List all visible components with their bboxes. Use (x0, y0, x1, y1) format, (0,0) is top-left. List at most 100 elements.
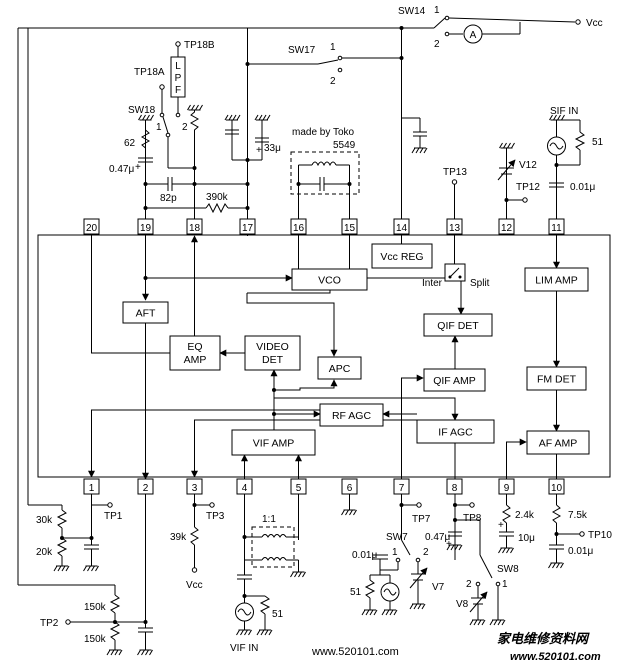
bottom-pins: 1 2 3 4 5 6 7 8 9 10 (83, 478, 565, 495)
block-af-amp: AF AMP (526, 430, 590, 455)
pin-11: 11 (551, 223, 562, 234)
block-aft: AFT (122, 301, 169, 324)
c047-pin8-label: 0.47μ (425, 532, 450, 543)
svg-text:2: 2 (330, 76, 336, 87)
split-label: Split (470, 278, 490, 289)
external-bottom-circuit: TP1 30k 20k 150k TP2 150k (17, 28, 612, 656)
svg-text:RF AGC: RF AGC (332, 410, 372, 422)
pin-19: 19 (140, 223, 152, 234)
block-apc: APC (317, 356, 362, 380)
r150k-b-label: 150k (84, 634, 107, 645)
c001-pin10-label: 0.01μ (568, 546, 593, 557)
svg-text:QIF AMP: QIF AMP (433, 375, 476, 387)
ratio-label: 1:1 (262, 514, 276, 525)
pin-14: 14 (396, 223, 408, 234)
svg-text:F: F (175, 85, 181, 96)
r390k-label: 390k (206, 192, 229, 203)
block-qif-det: QIF DET (423, 313, 493, 337)
ic-package-outline (37, 234, 611, 478)
tp18b-label: TP18B (184, 40, 215, 51)
pin-20: 20 (86, 223, 98, 234)
block-fm-det: FM DET (526, 366, 587, 391)
pin-17: 17 (242, 223, 254, 234)
svg-text:P: P (175, 73, 182, 84)
ammeter-icon: A (470, 30, 477, 41)
svg-text:1: 1 (330, 42, 336, 53)
svg-text:Vcc REG: Vcc REG (380, 251, 423, 263)
sw8-label: SW8 (497, 564, 519, 575)
block-qif-amp: QIF AMP (423, 368, 486, 392)
block-if-agc: IF AGC (416, 419, 495, 444)
pin-3: 3 (192, 483, 198, 494)
tp10-label: TP10 (588, 530, 612, 541)
inter-split-switch: Inter Split (422, 263, 490, 289)
tp2-label: TP2 (40, 618, 59, 629)
svg-text:1: 1 (156, 122, 162, 133)
c047-top-label: 0.47μ (109, 164, 134, 175)
svg-text:QIF DET: QIF DET (437, 320, 479, 332)
tp12-label: TP12 (516, 182, 540, 193)
pin-8: 8 (452, 483, 458, 494)
svg-text:2: 2 (423, 547, 429, 558)
svg-text:1: 1 (434, 5, 440, 16)
top-pins: 20 19 18 17 16 15 14 13 12 11 (83, 218, 565, 235)
pin-10: 10 (551, 483, 563, 494)
svg-text:VIDEO: VIDEO (256, 341, 289, 353)
c33u-label: 33μ (264, 143, 281, 154)
pin-16: 16 (293, 223, 305, 234)
svg-text:1: 1 (392, 547, 398, 558)
svg-text:L: L (175, 61, 181, 72)
r51-vif-label: 51 (272, 609, 284, 620)
tp3-label: TP3 (206, 511, 225, 522)
pin-12: 12 (501, 223, 513, 234)
svg-text:+: + (498, 520, 504, 531)
pin-1: 1 (89, 483, 95, 494)
svg-text:+: + (135, 162, 141, 173)
block-eq-amp: EQ AMP (169, 335, 221, 371)
r75k-label: 7.5k (568, 510, 588, 521)
external-top-circuit: A SW14 1 2 Vcc SW17 1 2 TP18B L P (18, 5, 604, 219)
vcc-pin3-label: Vcc (186, 580, 203, 591)
pin-7: 7 (399, 483, 405, 494)
svg-text:VIF AMP: VIF AMP (253, 438, 294, 450)
block-lim-amp: LIM AMP (524, 267, 589, 292)
tp7-label: TP7 (412, 514, 431, 525)
pin-4: 4 (242, 483, 248, 494)
pin-5: 5 (296, 483, 302, 494)
block-vcc-reg: Vcc REG (371, 243, 433, 269)
v7-label: V7 (432, 582, 445, 593)
c001-sif-label: 0.01μ (570, 182, 595, 193)
r39k-label: 39k (170, 532, 187, 543)
v12-label: V12 (519, 160, 537, 171)
c10u-label: 10μ (518, 533, 535, 544)
inter-label: Inter (422, 278, 443, 289)
svg-text:LIM AMP: LIM AMP (535, 275, 578, 287)
made-by-label: made by Toko (292, 127, 355, 138)
sif-in-label: SIF IN (550, 106, 578, 117)
r20k-label: 20k (36, 547, 53, 558)
r150k-a-label: 150k (84, 602, 107, 613)
svg-text:2: 2 (182, 122, 188, 133)
vif-in-label: VIF IN (230, 643, 258, 654)
block-video-det: VIDEO DET (244, 335, 301, 371)
tp18a-label: TP18A (134, 67, 165, 78)
r51-pin7-label: 51 (350, 587, 362, 598)
tp1-label: TP1 (104, 511, 123, 522)
pin-15: 15 (344, 223, 356, 234)
pin-18: 18 (189, 223, 201, 234)
vcc-top-label: Vcc (586, 18, 603, 29)
r62-label: 62 (124, 138, 136, 149)
c001-pin7-label: 0.01μ (352, 550, 377, 561)
watermark-cn-title: 家电维修资料网 (497, 631, 590, 646)
c82p-label: 82p (160, 193, 177, 204)
svg-text:VCO: VCO (318, 275, 341, 287)
svg-text:IF AGC: IF AGC (438, 427, 473, 439)
v8-label: V8 (456, 599, 469, 610)
svg-text:FM DET: FM DET (537, 374, 577, 386)
svg-text:AMP: AMP (184, 354, 207, 366)
pin-13: 13 (449, 223, 461, 234)
svg-text:AFT: AFT (136, 308, 156, 320)
internal-wiring (88, 234, 560, 480)
svg-text:APC: APC (329, 363, 351, 375)
